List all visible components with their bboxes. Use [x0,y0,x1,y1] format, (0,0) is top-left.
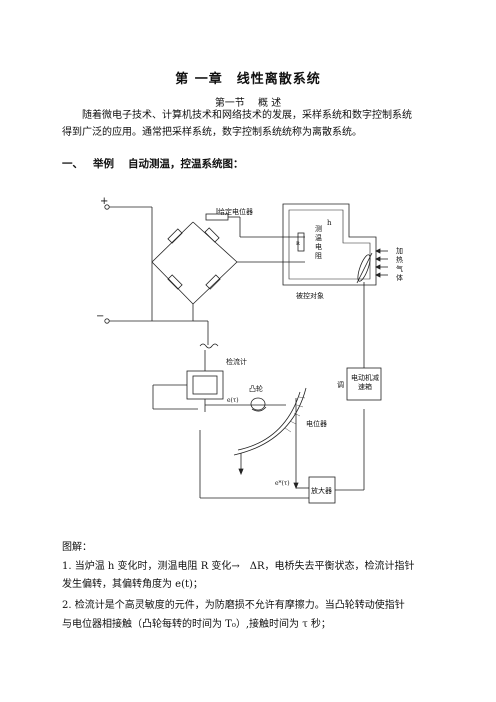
given-potentiometer-label: 给定电位器 [218,208,253,216]
explanation-item2-line1: 2. 检流计是个高灵敏度的元件，为防磨损不允许有摩擦力。当凸轮转动使指针 [62,600,405,611]
example-label: 举例 [93,158,114,170]
controlled-object-label: 被控对象 [296,292,324,300]
example-heading: 一、举例 自动测温，控温系统图： [62,156,244,171]
potentiometer-arc [237,391,301,451]
wheatstone-bridge [151,221,238,305]
plus-label: + [100,196,109,207]
example-number: 一、 [62,158,83,170]
example-title: 自动测温，控温系统图： [128,158,244,170]
explanation-item2-line2: 与电位器相接触（凸轮每转的时间为 T₀）,接触时间为 τ 秒； [62,619,331,630]
section-title: 第一节 概 述 [214,98,282,109]
motor-box [346,367,382,401]
intro-line-2: 得到广泛的应用。通常把采样系统，数字控制系统统称为离散系统。 [62,127,362,138]
cam [250,397,266,411]
valve [357,254,371,282]
chapter-title: 第 一章 线性离散系统 [175,72,321,87]
galvanometer [186,343,224,400]
e-tau-upper-label: e(τ) [227,397,239,404]
motor-label: 电动机减速箱 [351,374,379,391]
intro-line-1: 随着微电子技术、计算机技术和网络技术的发展，采样系统和数字控制系统 [82,110,412,121]
furnace-outer [282,203,377,286]
cam-label: 凸轮 [249,385,263,393]
amplifier-label: 放大器 [311,487,332,495]
potentiometer-label: 电位器 [306,420,327,428]
explanation-item1-line2: 发生偏转，其偏转角度为 e(t)； [62,579,203,590]
heating-gas-arrows [375,248,388,278]
h-label: h [327,219,332,227]
explanation-heading: 图解： [62,542,92,553]
explanation-item1-line1: 1. 当炉温 h 变化时，测温电阻 R 变化→ ΔR，电桥失去平衡状态，检流计指… [62,561,415,572]
resistor-label: 测温电阻 [315,225,322,260]
minus-terminal [104,318,110,324]
minus-label: − [96,311,105,322]
galvanometer-label: 检流计 [226,358,247,366]
r-label: R [296,241,300,247]
motor-mark: 调 [337,381,344,389]
measuring-resistor [297,232,305,252]
gas-label: 加热气体 [396,247,403,282]
e-tau-lower-label: e*(τ) [275,480,290,487]
